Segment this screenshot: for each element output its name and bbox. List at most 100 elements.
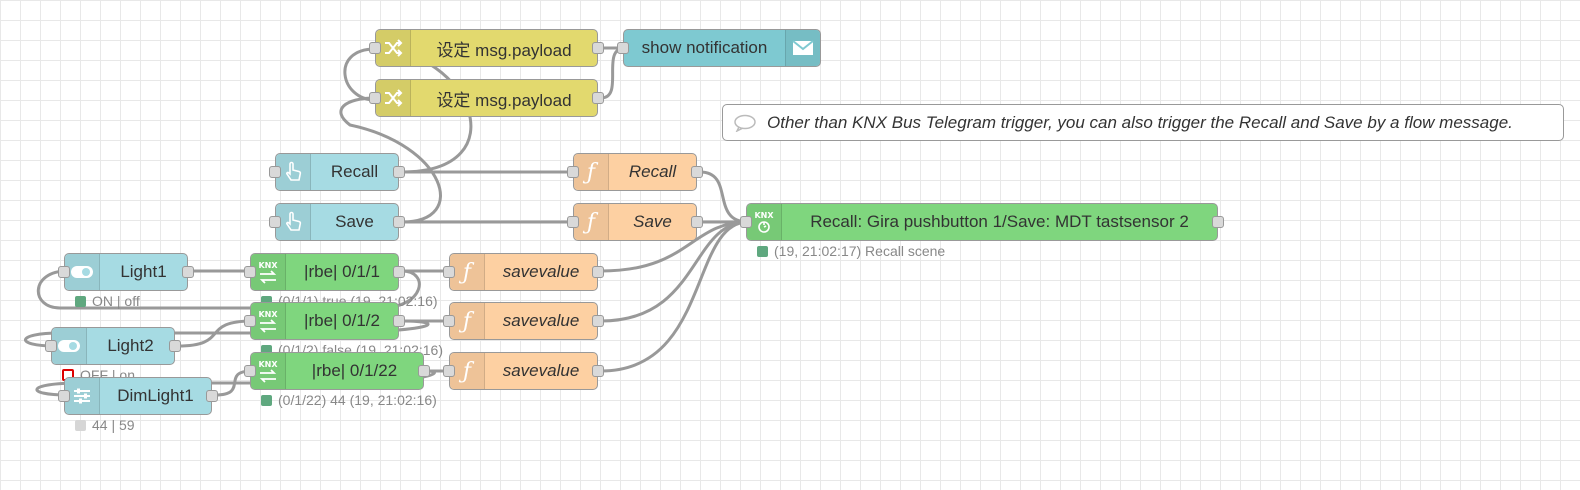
input-port[interactable] xyxy=(369,92,381,104)
light2-node[interactable]: Light2 xyxy=(45,327,181,365)
status-dot xyxy=(261,295,272,307)
svg-text:KNX: KNX xyxy=(258,310,278,319)
output-port[interactable] xyxy=(182,266,194,278)
input-port[interactable] xyxy=(58,266,70,278)
output-port[interactable] xyxy=(206,390,218,402)
input-port[interactable] xyxy=(443,315,455,327)
knx-scene-node[interactable]: KNX Recall: Gira pushbutton 1/Save: MDT … xyxy=(740,203,1224,241)
input-port[interactable] xyxy=(740,216,752,228)
knx-device-3-status: (0/1/22) 44 (19, 21:02:16) xyxy=(261,392,437,408)
function-icon: ƒ xyxy=(574,154,609,190)
slider-icon xyxy=(65,378,100,414)
output-port[interactable] xyxy=(169,340,181,352)
node-label: Save xyxy=(633,212,672,231)
output-port[interactable] xyxy=(418,365,430,377)
change-node-2[interactable]: 设定 msg.payload xyxy=(369,79,604,117)
function-savevalue-node-2[interactable]: ƒ savevalue xyxy=(443,302,604,340)
input-port[interactable] xyxy=(244,315,256,327)
inject-save-node[interactable]: Save xyxy=(269,203,405,241)
wire xyxy=(599,46,627,100)
function-save-node[interactable]: ƒ Save xyxy=(567,203,703,241)
inject-recall-node[interactable]: Recall xyxy=(269,153,405,191)
node-label: |rbe| 0/1/22 xyxy=(311,361,398,380)
status-dot xyxy=(757,245,768,257)
node-label: Recall xyxy=(628,162,677,181)
function-icon: ƒ xyxy=(450,303,485,339)
node-label: savevalue xyxy=(502,361,580,380)
hand-pointer-icon xyxy=(276,154,311,190)
output-port[interactable] xyxy=(1212,216,1224,228)
node-label: Recall xyxy=(330,162,379,181)
svg-text:KNX: KNX xyxy=(258,360,278,369)
output-port[interactable] xyxy=(691,216,703,228)
input-port[interactable] xyxy=(567,216,579,228)
output-port[interactable] xyxy=(592,42,604,54)
function-savevalue-node-1[interactable]: ƒ savevalue xyxy=(443,253,604,291)
function-savevalue-node-3[interactable]: ƒ savevalue xyxy=(443,352,604,390)
node-label: Save xyxy=(335,212,374,231)
input-port[interactable] xyxy=(567,166,579,178)
output-port[interactable] xyxy=(592,92,604,104)
node-label: DimLight1 xyxy=(117,386,194,405)
wire xyxy=(36,269,421,310)
toggle-icon xyxy=(52,328,87,364)
node-label: savevalue xyxy=(502,262,580,281)
status-text: (19, 21:02:17) Recall scene xyxy=(774,243,946,259)
wire xyxy=(599,220,750,373)
output-port[interactable] xyxy=(393,315,405,327)
knx-device-node-2[interactable]: KNX |rbe| 0/1/2 xyxy=(244,302,405,340)
status-dot xyxy=(75,295,86,307)
wire xyxy=(339,96,442,224)
node-label: show notification xyxy=(641,38,768,57)
shuffle-icon xyxy=(376,80,411,116)
knx-device-node-3[interactable]: KNX |rbe| 0/1/22 xyxy=(244,352,430,390)
function-icon: ƒ xyxy=(450,353,485,389)
knx-scene-status: (19, 21:02:17) Recall scene xyxy=(757,243,945,259)
dimlight1-node[interactable]: DimLight1 xyxy=(58,377,218,415)
input-port[interactable] xyxy=(617,42,629,54)
knx-device-node-1[interactable]: KNX |rbe| 0/1/1 xyxy=(244,253,405,291)
knx-scene-icon: KNX xyxy=(747,204,782,240)
light1-node[interactable]: Light1 xyxy=(58,253,194,291)
comment-node[interactable]: Other than KNX Bus Telegram trigger, you… xyxy=(722,104,1564,141)
function-icon: ƒ xyxy=(574,204,609,240)
output-port[interactable] xyxy=(592,315,604,327)
output-port[interactable] xyxy=(592,365,604,377)
output-port[interactable] xyxy=(393,266,405,278)
light1-status: ON | off xyxy=(75,293,140,309)
comment-text: Other than KNX Bus Telegram trigger, you… xyxy=(767,112,1513,132)
node-label: 设定 msg.payload xyxy=(436,40,572,60)
input-port[interactable] xyxy=(269,166,281,178)
input-port[interactable] xyxy=(244,266,256,278)
node-label: savevalue xyxy=(502,311,580,330)
speech-bubble-icon xyxy=(723,114,767,132)
status-text: ON | off xyxy=(92,293,140,309)
knx-device-icon: KNX xyxy=(251,254,286,290)
svg-text:KNX: KNX xyxy=(754,211,774,220)
output-port[interactable] xyxy=(393,216,405,228)
hand-pointer-icon xyxy=(276,204,311,240)
output-port[interactable] xyxy=(592,266,604,278)
status-dot xyxy=(261,394,272,406)
input-port[interactable] xyxy=(58,390,70,402)
status-dot xyxy=(261,344,272,356)
status-text: (0/1/22) 44 (19, 21:02:16) xyxy=(278,392,437,408)
function-recall-node[interactable]: ƒ Recall xyxy=(567,153,703,191)
input-port[interactable] xyxy=(269,216,281,228)
input-port[interactable] xyxy=(369,42,381,54)
dimlight1-status: 44 | 59 xyxy=(75,417,135,433)
wire xyxy=(599,220,750,323)
input-port[interactable] xyxy=(443,266,455,278)
input-port[interactable] xyxy=(45,340,57,352)
node-label: Light2 xyxy=(107,336,154,355)
input-port[interactable] xyxy=(244,365,256,377)
notification-node[interactable]: show notification xyxy=(617,29,821,67)
knx-device-icon: KNX xyxy=(251,303,286,339)
output-port[interactable] xyxy=(393,166,405,178)
wire xyxy=(599,220,750,273)
change-node-1[interactable]: 设定 msg.payload xyxy=(369,29,604,67)
input-port[interactable] xyxy=(443,365,455,377)
status-text: 44 | 59 xyxy=(92,417,135,433)
node-label: 设定 msg.payload xyxy=(436,90,572,110)
output-port[interactable] xyxy=(691,166,703,178)
